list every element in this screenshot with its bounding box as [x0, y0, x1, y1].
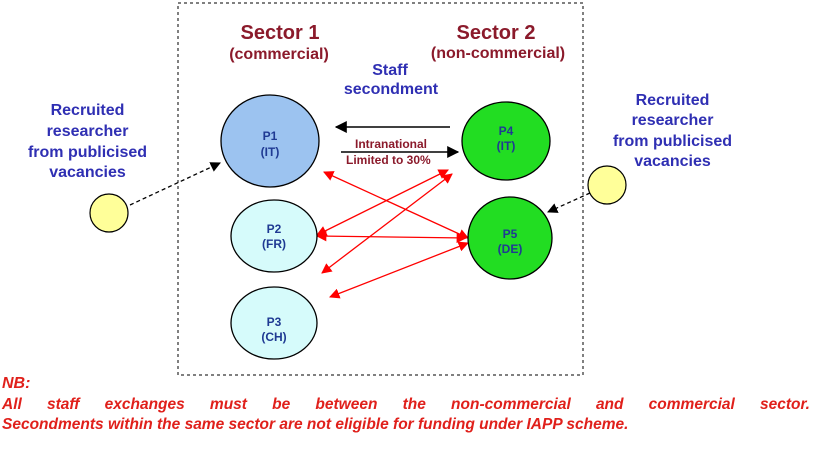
note-line2: Secondments within the same sector are n…	[2, 416, 629, 433]
left-researcher-line1: Recruited	[50, 102, 125, 119]
right-researcher-circle	[587, 165, 627, 205]
node-p4-country: (IT)	[496, 139, 516, 153]
note-label: NB:	[2, 375, 31, 392]
node-p1-country: (IT)	[260, 145, 280, 159]
node-p5-country: (DE)	[497, 242, 523, 256]
node-p3-name: P3	[266, 315, 282, 329]
left-researcher-line2: researcher	[46, 123, 129, 140]
node-p4-name: P4	[498, 124, 514, 138]
note-line1: All staff exchanges must be between the …	[2, 396, 810, 413]
node-p3	[230, 286, 318, 360]
right-researcher-arrow	[547, 192, 591, 213]
sector1-title: Sector 1	[240, 22, 320, 44]
exchange-arrow-p2-p5	[315, 230, 468, 244]
secondment-label-line2: secondment	[343, 81, 439, 98]
left-researcher-circle	[89, 193, 129, 233]
right-researcher-line4: vacancies	[634, 153, 711, 170]
exchange-arrow-p3-p5	[329, 241, 469, 299]
sector-frame	[177, 2, 584, 376]
exchange-arrow-p2-p4	[316, 169, 449, 236]
node-p3-country: (CH)	[261, 330, 287, 344]
exchange-arrow-p1-p5	[323, 171, 469, 239]
node-p1-name: P1	[262, 129, 278, 143]
left-researcher-arrow	[129, 162, 221, 206]
left-researcher-line3: from publicised	[27, 144, 148, 161]
intranational-label: Intranational	[355, 137, 428, 151]
right-researcher-line2: researcher	[631, 112, 714, 129]
node-p2-name: P2	[266, 222, 282, 236]
node-p2	[230, 199, 318, 273]
node-p4	[461, 101, 551, 181]
node-p5-name: P5	[502, 227, 518, 241]
left-researcher-line4: vacancies	[49, 164, 126, 181]
sector2-subtitle: (non-commercial)	[430, 45, 566, 62]
node-p5	[467, 196, 553, 280]
node-p2-country: (FR)	[262, 237, 286, 251]
right-researcher-line3: from publicised	[612, 133, 733, 150]
sector1-subtitle: (commercial)	[229, 46, 329, 63]
right-researcher-line1: Recruited	[635, 92, 710, 109]
sector2-title: Sector 2	[456, 22, 536, 44]
node-p1	[220, 94, 320, 188]
secondment-label-line1: Staff	[372, 62, 408, 79]
intranational-limit-label: Limited to 30%	[346, 153, 431, 167]
